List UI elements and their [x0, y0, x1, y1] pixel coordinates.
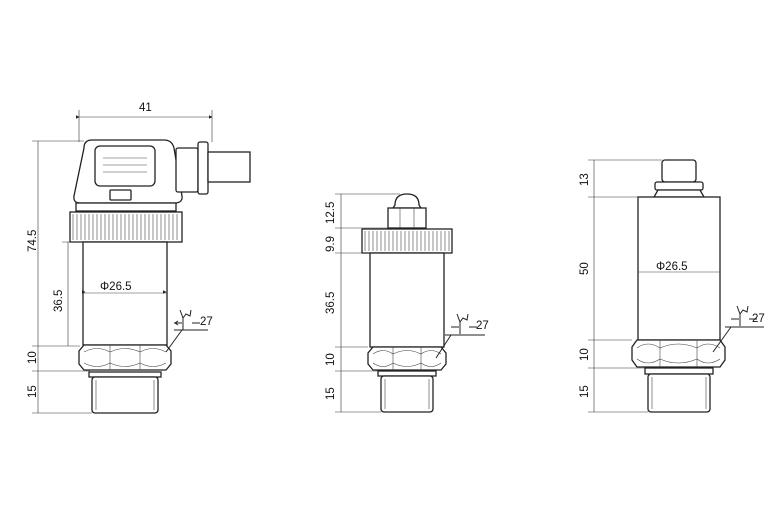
dn-connector-latch: [109, 189, 132, 201]
thread-2: [380, 375, 434, 413]
dim-body-height-2: 36.5: [325, 292, 337, 314]
wrench-symbol-3: [712, 305, 764, 353]
dim-hex-height: 10: [27, 351, 39, 364]
thread-3: [647, 373, 711, 413]
dn-connector-window: [94, 145, 156, 187]
dim-body-height: 36.5: [53, 290, 65, 312]
sensor-body-2: [369, 252, 445, 348]
dim-hex-height-3: 10: [579, 348, 591, 361]
device-3-m12-connector: 13 50 10 15 Φ26.5 27: [579, 159, 765, 413]
dim-total-height: 74.5: [27, 230, 39, 252]
dim-knurl-height: 9.9: [325, 236, 337, 252]
dim-wrench-2: 27: [476, 320, 489, 332]
dim-body-height-3: 50: [579, 262, 591, 275]
dim-wrench-3: 27: [752, 313, 765, 325]
thread-undercut: [88, 371, 162, 378]
collar: [75, 202, 177, 212]
dim-hex-height-2: 10: [325, 353, 337, 366]
m12-connector: [661, 159, 697, 183]
dim-diameter: Φ26.5: [100, 281, 132, 293]
dim-connector-height: 13: [579, 173, 591, 186]
dim-thread-height-2: 15: [325, 387, 337, 400]
dim-thread-height: 15: [27, 385, 39, 398]
hex-nut-3: [631, 339, 726, 368]
cable-gland: [175, 147, 199, 193]
hex-nut-2: [367, 346, 447, 371]
dim-thread-height-3: 15: [579, 385, 591, 398]
knurled-ring-2: [361, 228, 453, 254]
hex-nut: [78, 344, 172, 371]
sensor-body: [82, 241, 168, 346]
dim-width: 41: [139, 102, 152, 114]
wrench-symbol: [165, 309, 208, 353]
dim-gland-height: 12.5: [325, 202, 337, 224]
sensor-body-3: [637, 196, 721, 341]
dim-wrench: 27: [200, 316, 213, 328]
device-2-cable-gland: 12.5 9.9 36.5 10 15 27: [325, 193, 489, 413]
device-1-din-connector: 41 74.5 10 15 36.5 Φ26.5 27: [27, 102, 251, 414]
cable: [207, 151, 251, 183]
dim-diameter-3: Φ26.5: [656, 261, 688, 273]
thread: [91, 376, 159, 414]
cable-gland-nut: [387, 207, 427, 229]
cable-gland-cap: [391, 193, 423, 209]
wrench-symbol-2: [435, 313, 485, 359]
